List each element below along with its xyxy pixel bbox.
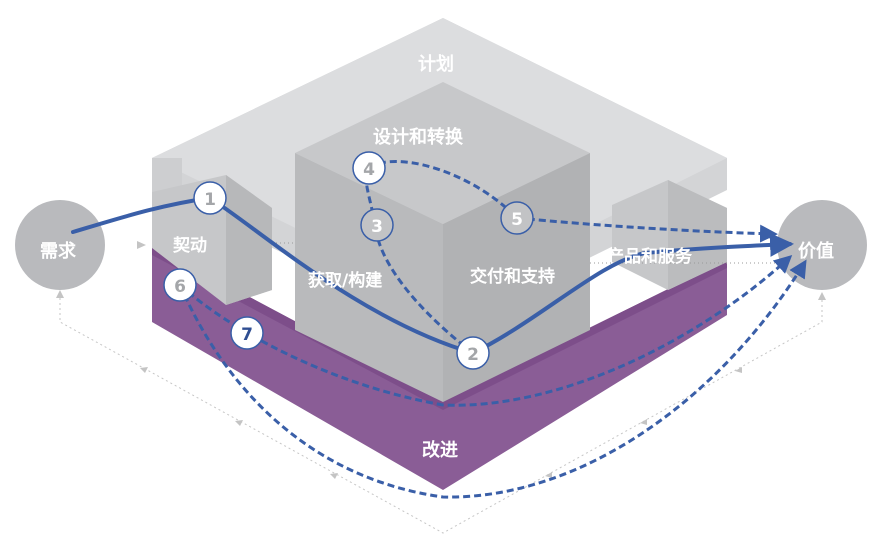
products-label: 产品和服务 [607, 246, 693, 267]
value-label: 价值 [798, 240, 834, 262]
engage-block [152, 175, 272, 305]
improve-label: 改进 [422, 439, 458, 461]
svg-text:6: 6 [174, 277, 186, 297]
svg-text:3: 3 [371, 217, 383, 237]
marker-1: 1 [193, 181, 227, 215]
demand-node: 需求 [15, 200, 105, 290]
svg-text:5: 5 [511, 210, 523, 230]
guide-arrows [56, 241, 826, 479]
step-markers: 1 2 3 4 5 6 7 [163, 151, 534, 370]
obtain-label: 获取/构建 [308, 270, 382, 291]
design-label: 设计和转换 [373, 126, 464, 148]
marker-2: 2 [456, 336, 490, 370]
svg-text:7: 7 [241, 325, 253, 345]
marker-5: 5 [500, 201, 534, 235]
marker-3: 3 [360, 208, 394, 242]
marker-6: 6 [163, 268, 197, 302]
engage-label: 契动 [172, 235, 207, 256]
svg-text:2: 2 [467, 345, 479, 365]
marker-7: 7 [230, 316, 264, 350]
demand-label: 需求 [40, 240, 77, 262]
deliver-label: 交付和支持 [470, 266, 555, 287]
plan-label: 计划 [418, 53, 454, 75]
svg-text:1: 1 [204, 190, 216, 210]
svg-text:4: 4 [363, 160, 375, 180]
stage-labels: 计划 设计和转换 契动 获取/构建 交付和支持 产品和服务 改进 [172, 53, 693, 461]
guide-lines [59, 298, 823, 534]
marker-4: 4 [352, 151, 386, 185]
improve-base [152, 245, 727, 490]
product-connectors [272, 242, 775, 264]
